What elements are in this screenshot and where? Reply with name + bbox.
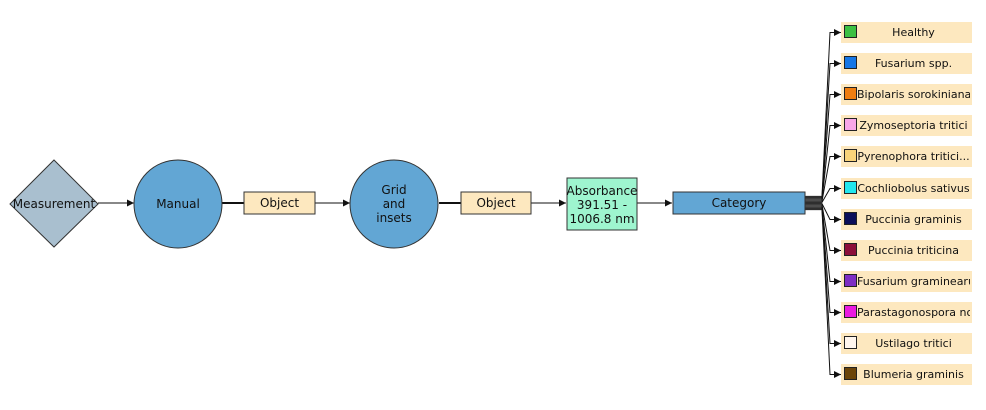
absorbance-label-line3: 1006.8 nm xyxy=(569,212,634,226)
class-item[interactable]: Fusarium graminearum xyxy=(841,271,972,292)
class-label: Puccinia triticina xyxy=(868,244,959,257)
class-color-swatch xyxy=(844,25,857,38)
class-color-swatch xyxy=(844,336,857,349)
class-color-swatch xyxy=(844,118,857,131)
connector-category-class xyxy=(805,209,841,378)
connector-category-class xyxy=(805,203,841,223)
class-item[interactable]: Cochliobolus sativus xyxy=(841,178,972,199)
class-label: Healthy xyxy=(892,26,935,39)
connector-category-class xyxy=(805,205,841,285)
class-label: Zymoseptoria tritici xyxy=(859,119,968,132)
category-label: Category xyxy=(712,196,767,210)
connector-category-class xyxy=(805,206,841,316)
class-item[interactable]: Fusarium spp. xyxy=(841,53,972,74)
class-color-swatch xyxy=(844,243,857,256)
grid-insets-node[interactable]: Grid and insets xyxy=(349,159,439,249)
class-label: Parastagonospora no... xyxy=(857,306,970,319)
class-color-swatch xyxy=(844,212,857,225)
class-item[interactable]: Puccinia triticina xyxy=(841,240,972,261)
class-label: Cochliobolus sativus xyxy=(857,182,970,195)
class-color-swatch xyxy=(844,149,857,162)
connector-category-class xyxy=(805,204,841,254)
class-item[interactable]: Parastagonospora no... xyxy=(841,302,972,323)
class-color-swatch xyxy=(844,305,857,318)
absorbance-label-line2: 391.51 - xyxy=(577,198,627,212)
class-item[interactable]: Bipolaris sorokiniana xyxy=(841,84,972,105)
class-color-swatch xyxy=(844,87,857,100)
class-label: Fusarium spp. xyxy=(874,57,953,70)
class-label: Bipolaris sorokiniana xyxy=(857,88,970,101)
manual-label: Manual xyxy=(156,197,200,211)
manual-node[interactable]: Manual xyxy=(133,159,223,249)
measurement-label: Measurement xyxy=(13,197,96,211)
grid-label-line2: and xyxy=(383,197,406,211)
connector-category-class xyxy=(805,153,841,202)
class-color-swatch xyxy=(844,181,857,194)
category-node[interactable]: Category xyxy=(672,191,806,215)
object-node-2[interactable]: Object xyxy=(460,191,532,215)
class-label: Fusarium graminearum xyxy=(857,275,970,288)
class-label: Ustilago tritici xyxy=(875,337,952,350)
grid-label-line3: insets xyxy=(376,211,412,225)
measurement-node[interactable]: Measurement xyxy=(9,159,99,248)
connector-category-class xyxy=(805,207,841,347)
class-label: Puccinia graminis xyxy=(865,213,962,226)
object-node-1[interactable]: Object xyxy=(243,191,316,215)
class-color-swatch xyxy=(844,274,857,287)
class-item[interactable]: Blumeria graminis xyxy=(841,364,972,385)
connector-category-class xyxy=(805,122,841,201)
absorbance-label-line1: Absorbance xyxy=(567,184,638,198)
class-label: Pyrenophora tritici... xyxy=(857,150,970,163)
class-item[interactable]: Ustilago tritici xyxy=(841,333,972,354)
class-item[interactable]: Pyrenophora tritici... xyxy=(841,146,972,167)
grid-label-line1: Grid xyxy=(381,183,406,197)
connector-category-class xyxy=(805,60,841,199)
connector-category-class xyxy=(805,185,841,203)
absorbance-node[interactable]: Absorbance 391.51 - 1006.8 nm xyxy=(566,177,638,231)
class-item[interactable]: Healthy xyxy=(841,22,972,43)
object-label-1: Object xyxy=(260,196,299,210)
class-color-swatch xyxy=(844,367,857,380)
class-color-swatch xyxy=(844,56,857,69)
class-label: Blumeria graminis xyxy=(863,368,964,381)
class-item[interactable]: Zymoseptoria tritici xyxy=(841,115,972,136)
class-item[interactable]: Puccinia graminis xyxy=(841,209,972,230)
connector-category-class xyxy=(805,91,841,200)
category-fanout xyxy=(805,29,841,378)
connector-category-class xyxy=(805,29,841,197)
object-label-2: Object xyxy=(476,196,515,210)
